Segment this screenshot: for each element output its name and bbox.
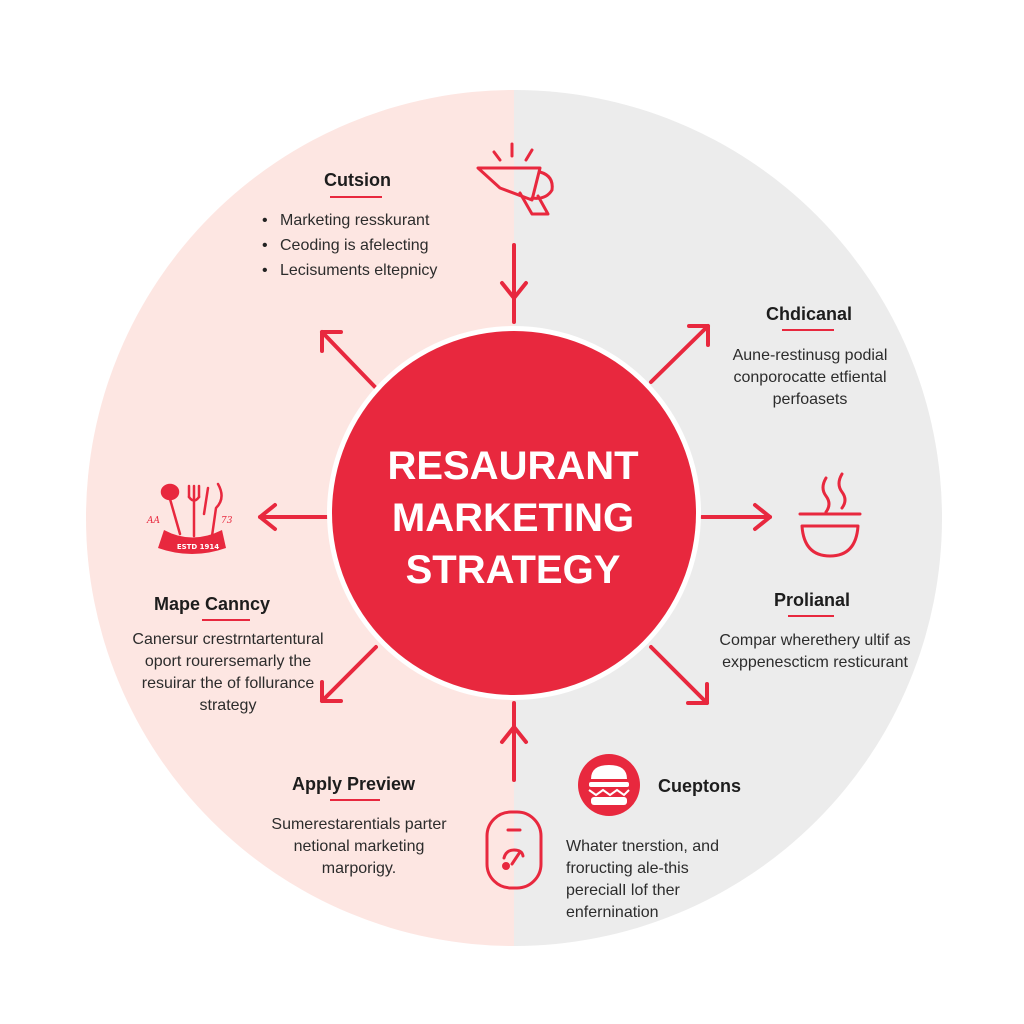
utensils-badge-icon bbox=[158, 482, 226, 554]
badge-left-mark: AA bbox=[147, 516, 160, 526]
node-underline-left bbox=[202, 619, 250, 621]
megaphone-icon bbox=[476, 142, 554, 216]
node-heading-bottom-left: Apply Preview bbox=[292, 774, 416, 794]
arrow-top bbox=[500, 243, 528, 324]
node-underline-right bbox=[788, 615, 834, 617]
center-title-line-2: MARKETING bbox=[391, 496, 635, 540]
text-line: strategy bbox=[199, 697, 257, 714]
badge-right-mark: 73 bbox=[221, 516, 233, 526]
text-line: enfernination bbox=[566, 904, 659, 921]
smartphone-icon bbox=[485, 810, 543, 890]
center-title-line-3: STRATEGY bbox=[405, 548, 621, 592]
node-text-top-right: Aune-restinusg podial conporocatte etfie… bbox=[700, 345, 920, 411]
arrow-top-left bbox=[320, 330, 377, 389]
text-line: netional marketing bbox=[293, 838, 425, 855]
center-circle bbox=[332, 331, 696, 695]
node-underline-top-right bbox=[782, 329, 834, 331]
arrow-bottom-right bbox=[649, 645, 709, 705]
bullet-item: Ceoding is afelecting bbox=[262, 233, 437, 258]
node-text-bottom-right: Whater tnerstion, and froructing ale-thi… bbox=[566, 836, 766, 924]
arrow-top-right bbox=[649, 324, 710, 384]
text-line: conporocatte etfiental bbox=[733, 369, 887, 386]
arrow-bottom bbox=[500, 701, 528, 782]
center-title: RESAURANT MARKETING STRATEGY bbox=[343, 440, 683, 596]
text-line: Aune-restinusg podial bbox=[732, 347, 888, 364]
node-heading-top-left: Cutsion bbox=[324, 170, 391, 190]
burger-icon bbox=[578, 754, 640, 816]
node-heading-bottom-right: Cueptons bbox=[658, 776, 741, 796]
badge-ribbon-text: ESTD 1914 bbox=[176, 543, 220, 551]
text-line: Whater tnerstion, and bbox=[566, 838, 719, 855]
node-underline-top-left bbox=[330, 196, 382, 198]
text-line: Canersur crestrntartentural bbox=[132, 631, 324, 648]
arrow-right bbox=[700, 503, 772, 531]
bullet-item: Marketing resskurant bbox=[262, 208, 437, 233]
node-text-left: Canersur crestrntartentural oport rourer… bbox=[98, 629, 358, 717]
center-title-line-1: RESAURANT bbox=[387, 444, 639, 488]
node-underline-bottom-left bbox=[330, 799, 380, 801]
text-line: Compar wherethery ultif as bbox=[719, 632, 911, 649]
text-line: oport rourersemarly the bbox=[144, 653, 312, 670]
node-heading-left: Mape Canncy bbox=[154, 594, 271, 614]
bullet-item: Lecisuments eltepnicy bbox=[262, 258, 437, 283]
node-heading-top-right: Chdicanal bbox=[766, 304, 853, 324]
text-line: exppenescticm resticurant bbox=[722, 654, 908, 671]
node-text-right: Compar wherethery ultif as exppenescticm… bbox=[690, 630, 940, 674]
arrow-left bbox=[258, 503, 332, 531]
node-text-bottom-left: Sumerestarentials parter netional market… bbox=[244, 814, 474, 880]
text-line: perfoasets bbox=[772, 391, 848, 408]
text-line: froructing ale-this bbox=[566, 860, 689, 877]
text-line: marporigy. bbox=[321, 860, 397, 877]
arrow-bottom-left bbox=[320, 645, 378, 703]
text-line: perecialI lof ther bbox=[566, 882, 680, 899]
node-heading-right: Prolianal bbox=[774, 590, 851, 610]
text-line: resuirar the of follurance bbox=[141, 675, 315, 692]
steaming-bowl-icon bbox=[798, 472, 862, 558]
text-line: Sumerestarentials parter bbox=[271, 816, 447, 833]
node-bullets-top-left: Marketing resskurant Ceoding is afelecti… bbox=[262, 208, 437, 283]
